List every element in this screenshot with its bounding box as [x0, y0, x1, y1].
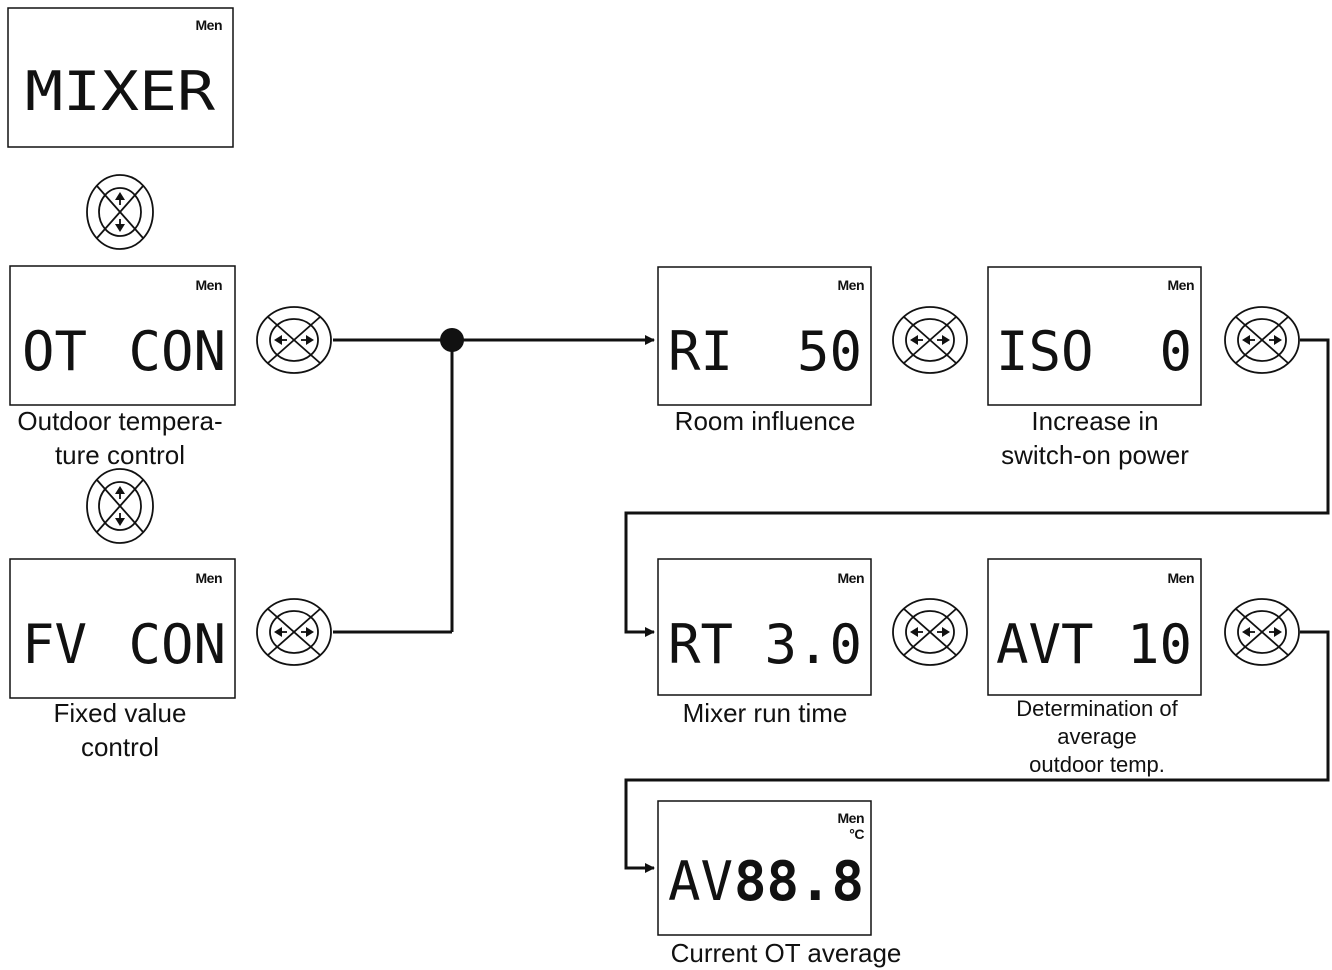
- avt-caption-line-1: Determination of: [1016, 696, 1178, 721]
- ot-con-caption-line-2: ture control: [55, 440, 185, 470]
- ri-right-text: 50: [797, 320, 862, 383]
- celsius-unit-indicator: °C: [849, 826, 864, 842]
- mixer-display-text: MIXER: [25, 60, 216, 123]
- fv-con-left-text: FV: [22, 613, 87, 676]
- ri-caption-line-1: Room influence: [675, 406, 856, 436]
- connector-iso-to-rt: [624, 338, 1330, 637]
- left-right-navigation-button-icon[interactable]: [892, 598, 968, 666]
- rt-screen: Men RT 3.0: [657, 558, 872, 696]
- men-indicator: Men: [196, 17, 223, 33]
- iso-left-text: ISO: [996, 320, 1094, 383]
- men-indicator: Men: [196, 570, 223, 586]
- left-right-navigation-button-icon[interactable]: [1224, 598, 1300, 666]
- left-right-navigation-button-icon[interactable]: [892, 306, 968, 374]
- ri-screen: Men RI 50: [657, 266, 872, 406]
- av-left-text: AV: [668, 850, 733, 913]
- junction-dot-icon: [440, 328, 464, 352]
- left-right-navigation-button-icon[interactable]: [1224, 306, 1300, 374]
- ot-con-right-text: CON: [128, 320, 226, 383]
- fv-con-caption-line-1: Fixed value: [54, 698, 187, 728]
- men-indicator: Men: [838, 570, 865, 586]
- connectors: [333, 328, 1330, 873]
- men-indicator: Men: [838, 277, 865, 293]
- av-screen: Men °C AV 88.8: [657, 800, 872, 936]
- fv-con-right-text: CON: [128, 613, 226, 676]
- rt-left-text: RT: [668, 613, 733, 676]
- fv-con-screen: Men FV CON: [9, 558, 236, 699]
- men-indicator: Men: [1168, 277, 1195, 293]
- left-right-navigation-button-icon[interactable]: [256, 598, 332, 666]
- up-down-navigation-button-icon[interactable]: [86, 468, 154, 544]
- men-indicator: Men: [838, 810, 865, 826]
- ot-con-screen: Men OT CON: [9, 265, 236, 406]
- iso-right-text: 0: [1159, 320, 1192, 383]
- men-indicator: Men: [196, 277, 223, 293]
- men-indicator: Men: [1168, 570, 1195, 586]
- fv-con-caption-line-2: control: [81, 732, 159, 762]
- avt-caption-line-2: average: [1057, 724, 1137, 749]
- ot-con-caption-line-1: Outdoor tempera-: [17, 406, 222, 436]
- ri-left-text: RI: [668, 320, 733, 383]
- avt-screen: Men AVT 10: [987, 558, 1202, 696]
- avt-right-text: 10: [1127, 613, 1192, 676]
- rt-right-text: 3.0: [764, 613, 862, 676]
- iso-caption-line-1: Increase in: [1031, 406, 1158, 436]
- up-down-navigation-button-icon[interactable]: [86, 174, 154, 250]
- iso-caption-line-2: switch-on power: [1001, 440, 1189, 470]
- iso-screen: Men ISO 0: [987, 266, 1202, 406]
- mixer-screen: Men MIXER: [7, 7, 234, 148]
- avt-caption-line-3: outdoor temp.: [1029, 752, 1165, 777]
- av-right-text: 88.8: [734, 850, 864, 913]
- avt-left-text: AVT: [996, 613, 1094, 676]
- connector-avt-to-av: [624, 630, 1330, 873]
- rt-caption-line-1: Mixer run time: [683, 698, 848, 728]
- ot-con-left-text: OT: [22, 320, 87, 383]
- left-right-navigation-button-icon[interactable]: [256, 306, 332, 374]
- av-caption-line-1: Current OT average: [671, 938, 902, 968]
